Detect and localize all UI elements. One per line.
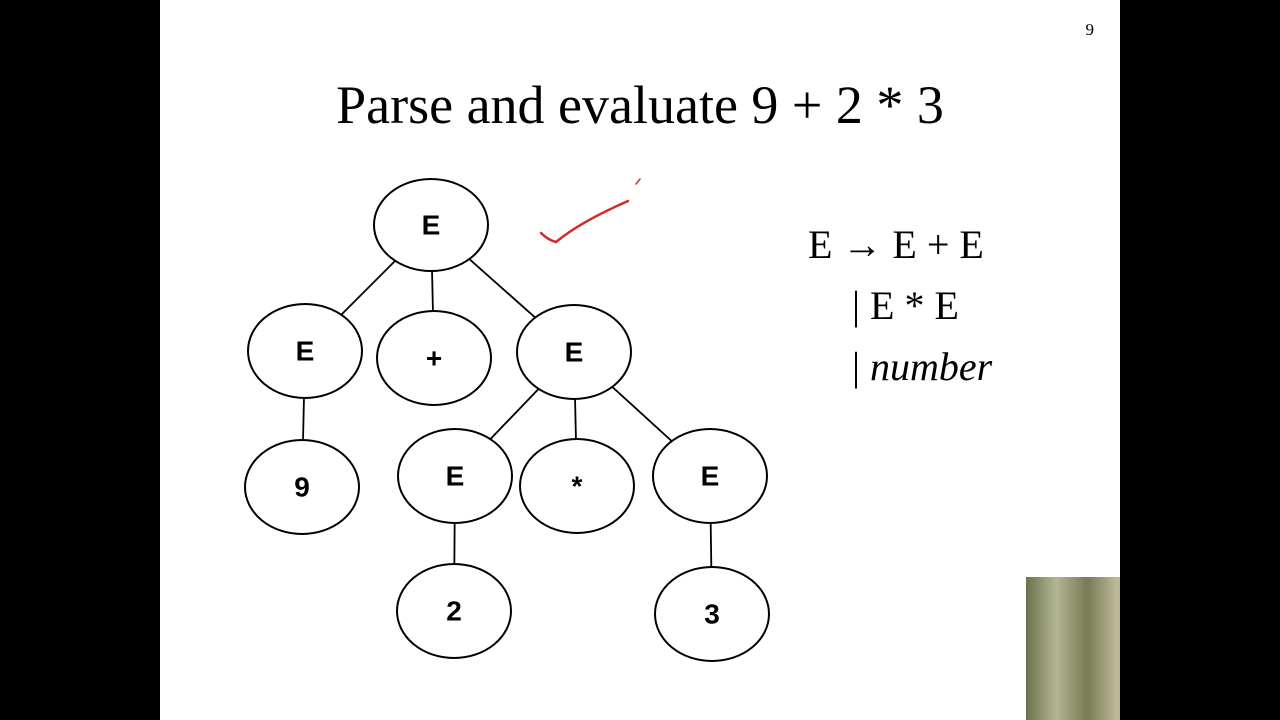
tree-node-three: 3	[654, 566, 770, 662]
tree-edges	[302, 258, 713, 568]
grammar-rule-sum: E → E + E	[808, 222, 984, 267]
tree-node-ellipse	[376, 310, 492, 406]
tree-node-ellipse	[652, 428, 768, 524]
tree-node-ellipse	[516, 304, 632, 400]
tree-node-inner-left-e: E	[397, 428, 513, 524]
tree-node-ellipse	[396, 563, 512, 659]
grammar-bar: |	[852, 344, 871, 389]
tree-edge-left-e-to-nine	[302, 397, 305, 441]
presenter-webcam	[1026, 577, 1120, 720]
check-mark-annotation	[539, 199, 630, 244]
page-number: 9	[1085, 20, 1095, 39]
grammar-rules: E → E + E | E * E | number	[808, 214, 992, 397]
grammar-rule-number: | number	[808, 336, 992, 397]
tree-node-label: 9	[294, 472, 310, 503]
tree-edge-root-to-left-e	[340, 260, 396, 316]
grammar-number-term: number	[870, 344, 993, 389]
tree-node-two: 2	[396, 563, 512, 659]
tree-node-right-e: E	[516, 304, 632, 400]
parse-tree-diagram: E E + E 9 E * E 2 3	[244, 178, 770, 662]
tree-node-ellipse	[397, 428, 513, 524]
tree-node-label: E	[565, 337, 584, 368]
tree-edge-root-to-right-e	[468, 258, 536, 319]
tree-node-inner-right-e: E	[652, 428, 768, 524]
pen-dot-annotation	[635, 178, 641, 185]
tree-edge-inner-right-e-to-three	[709, 522, 713, 568]
tree-edge-right-e-to-star	[574, 398, 577, 440]
tree-edge-right-e-to-inner-left-e	[489, 388, 540, 440]
tree-node-label: 3	[704, 599, 720, 630]
tree-node-plus: +	[376, 310, 492, 406]
tree-node-label: *	[572, 471, 583, 502]
tree-node-ellipse	[519, 438, 635, 534]
tree-node-ellipse	[244, 439, 360, 535]
tree-node-star: *	[519, 438, 635, 534]
tree-edge-right-e-to-inner-right-e	[611, 386, 673, 442]
tree-node-ellipse	[654, 566, 770, 662]
tree-node-label: E	[296, 336, 315, 367]
tree-node-label: E	[446, 461, 465, 492]
tree-node-label: 2	[446, 596, 462, 627]
tree-node-left-e: E	[247, 303, 363, 399]
tree-node-label: E	[422, 210, 441, 241]
grammar-rule-product: | E * E	[852, 283, 959, 328]
tree-nodes: E E + E 9 E * E 2 3	[244, 178, 770, 662]
tree-node-label: +	[426, 343, 442, 374]
presenter-video-frame	[1026, 577, 1120, 720]
tree-node-nine: 9	[244, 439, 360, 535]
tree-node-root: E	[373, 178, 489, 272]
tree-node-ellipse	[247, 303, 363, 399]
slide-title: Parse and evaluate 9 + 2 * 3	[336, 75, 944, 135]
tree-node-ellipse	[373, 178, 489, 272]
tree-node-label: E	[701, 461, 720, 492]
tree-edge-root-to-plus	[431, 270, 434, 312]
